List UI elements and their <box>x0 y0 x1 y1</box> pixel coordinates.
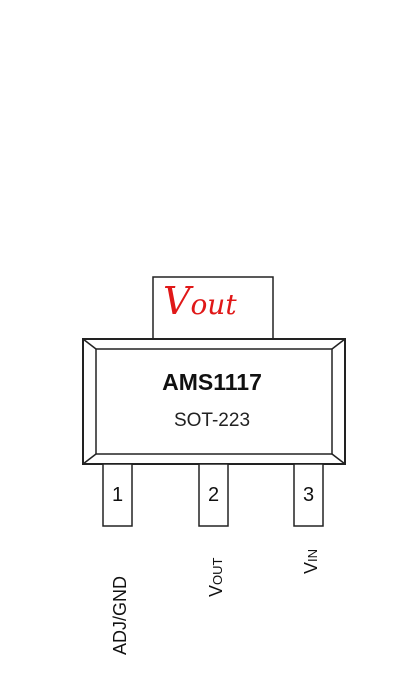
bevel-corner <box>331 453 346 465</box>
tab-annotation-main: Vout <box>163 279 237 323</box>
pin-3-label: VIN <box>301 549 321 574</box>
pin-2-lead <box>198 463 229 527</box>
bevel-corner <box>82 453 97 465</box>
package-tab <box>152 276 274 340</box>
pin-3-label-sub: IN <box>305 549 320 562</box>
pin-1-lead <box>102 463 133 527</box>
tab-annotation-first: V <box>163 279 194 323</box>
pin-3-lead <box>293 463 324 527</box>
chip-name: AMS1117 <box>162 369 262 395</box>
pin-3-number: 3 <box>303 484 314 506</box>
tab-annotation: Vout <box>163 279 237 323</box>
package-body-inner <box>95 348 333 455</box>
pin-2-number: 2 <box>208 484 219 506</box>
pin-3-label-main: V <box>301 562 321 574</box>
pin-1-number: 1 <box>112 484 123 506</box>
tab-annotation-rest: out <box>190 288 237 321</box>
pin-2-label-main: V <box>206 585 226 597</box>
pin-2-label-sub: OUT <box>210 557 225 585</box>
pin-1-label: ADJ/GND <box>110 576 130 655</box>
chip-package: SOT-223 <box>174 410 250 431</box>
bevel-corner <box>331 338 346 350</box>
pin-2-label: VOUT <box>206 557 226 597</box>
bevel-corner <box>82 338 97 350</box>
